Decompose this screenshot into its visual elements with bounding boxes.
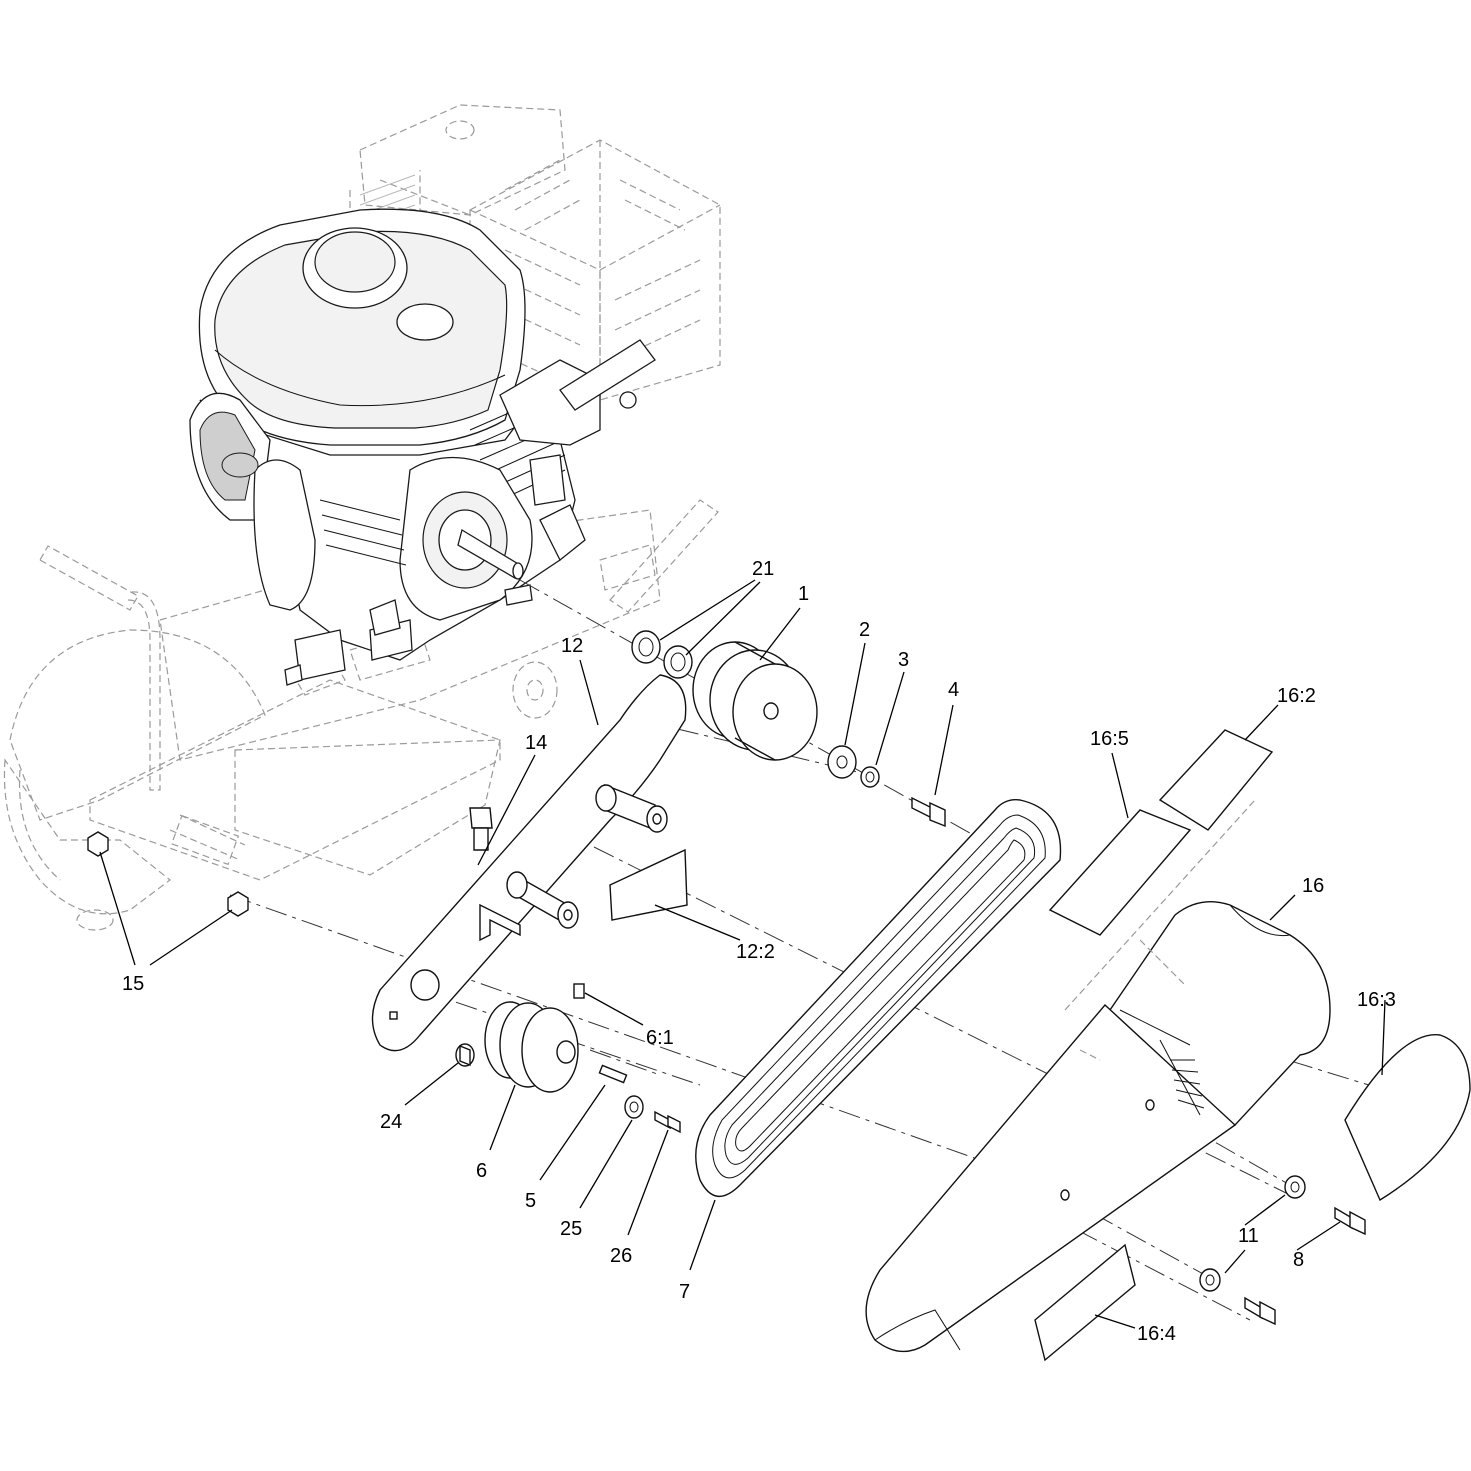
callout-24: 24 (380, 1111, 402, 1133)
callout-21: 21 (752, 558, 774, 580)
callout-7: 7 (679, 1281, 690, 1303)
callout-4: 4 (948, 679, 959, 701)
callout-12-2: 12:2 (736, 941, 775, 963)
decal-16-3 (1344, 1034, 1471, 1202)
callout-16-2: 16:2 (1277, 685, 1316, 707)
callout-5: 5 (525, 1190, 536, 1212)
callout-25: 25 (560, 1218, 582, 1240)
washer-25 (624, 1095, 644, 1119)
decal-16-4 (1034, 1243, 1136, 1362)
callout-6-1: 6:1 (646, 1027, 674, 1049)
pin-24 (455, 1043, 475, 1067)
callout-15: 15 (122, 973, 144, 995)
callout-26: 26 (610, 1245, 632, 1267)
bolt-8-b (1244, 1296, 1276, 1326)
bolt-14 (469, 807, 493, 851)
callout-8: 8 (1293, 1249, 1304, 1271)
decal-16-2 (1158, 729, 1274, 831)
washer-2 (827, 745, 857, 779)
callout-labels: 21 1 2 3 4 12 14 15 12:2 6:1 24 6 5 25 2… (122, 558, 1396, 1345)
callout-12: 12 (561, 635, 583, 657)
leader-lines (99, 579, 1386, 1329)
callout-16-4: 16:4 (1137, 1323, 1176, 1345)
bolt-4 (911, 796, 946, 828)
key-5 (598, 1064, 628, 1084)
driven-pulley (484, 983, 585, 1093)
callout-6: 6 (476, 1160, 487, 1182)
callout-16: 16 (1302, 875, 1324, 897)
washer-21-b (663, 645, 693, 679)
drive-belt (695, 799, 1062, 1197)
bolt-8-a (1334, 1206, 1366, 1236)
decal-12-2 (609, 848, 688, 921)
callout-16-5: 16:5 (1090, 728, 1129, 750)
ghost-engine (349, 104, 721, 401)
washer-21-a (631, 630, 661, 664)
engine-assembly (189, 208, 656, 686)
washer-11-a (1284, 1175, 1306, 1199)
nut-15-a (87, 831, 109, 857)
callout-14: 14 (525, 732, 547, 754)
bolt-26 (654, 1110, 681, 1134)
lock-washer-3 (860, 766, 880, 788)
callout-3: 3 (898, 649, 909, 671)
callout-1: 1 (798, 583, 809, 605)
idler-arm (371, 674, 687, 1052)
callout-16-3: 16:3 (1357, 989, 1396, 1011)
engine-pulley (692, 641, 818, 761)
callout-11: 11 (1238, 1225, 1259, 1247)
washer-11-b (1199, 1268, 1221, 1292)
nut-15-b (227, 891, 249, 917)
decal-16-5 (1048, 809, 1192, 936)
belt-cover (865, 799, 1331, 1353)
callout-2: 2 (859, 619, 870, 641)
